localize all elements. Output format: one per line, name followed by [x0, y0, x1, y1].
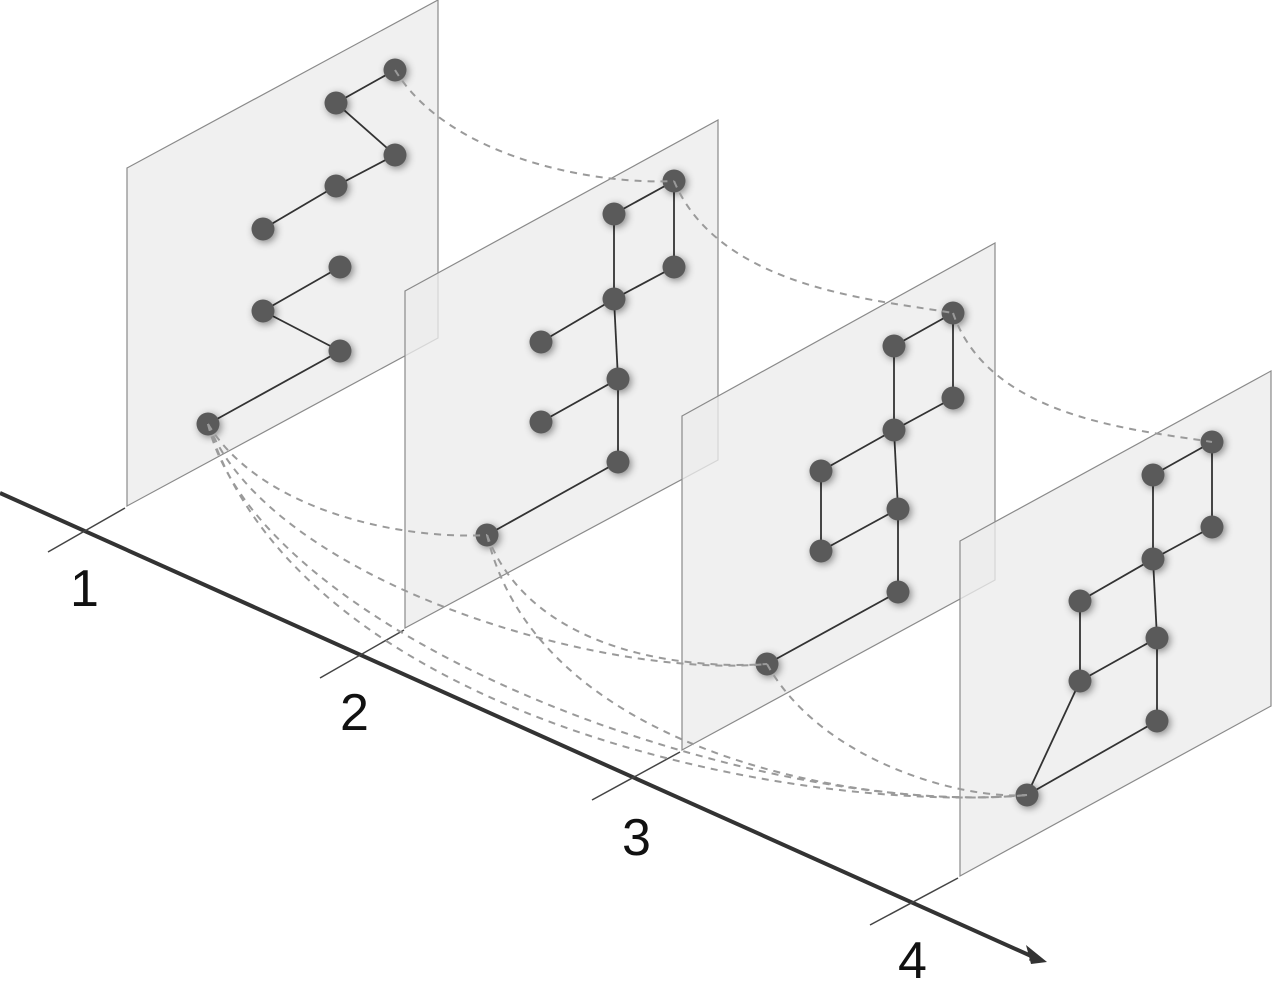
graph-node-n4	[1141, 547, 1165, 571]
graph-edge	[613, 298, 619, 380]
graph-edge	[486, 461, 619, 536]
graph-edge	[540, 378, 619, 423]
graph-node-n7	[1068, 669, 1092, 693]
graph-edge	[1026, 720, 1158, 796]
correspondence-links	[207, 69, 1213, 799]
graph-edge	[1079, 558, 1154, 602]
graph-node-n3	[662, 255, 686, 279]
graph-layers	[47, 0, 1272, 926]
graph-edge	[1079, 637, 1158, 682]
graph-node-n2	[1141, 463, 1165, 487]
graph-node-n8	[886, 580, 910, 604]
layer-panel-2	[404, 118, 719, 630]
graph-node-n6	[886, 497, 910, 521]
axis-tick-3	[591, 751, 681, 801]
correspondence-link	[394, 69, 675, 183]
graph-node-n6	[606, 367, 630, 391]
tick-label-2: 2	[340, 684, 369, 742]
graph-node-n4	[882, 418, 906, 442]
graph-node-n5	[1068, 589, 1092, 613]
correspondence-link	[207, 423, 488, 537]
graph-node-n5	[529, 330, 553, 354]
graph-node-n6	[328, 255, 352, 279]
graph-edge	[1026, 680, 1081, 796]
correspondence-link	[673, 180, 954, 314]
layer-3	[591, 241, 996, 801]
graph-node-n7	[809, 539, 833, 563]
tick-label-4: 4	[898, 932, 927, 990]
tick-label-3: 3	[622, 809, 651, 867]
graph-node-n4	[324, 174, 348, 198]
graph-node-n6	[1145, 626, 1169, 650]
tick-label-1: 1	[70, 560, 99, 618]
correspondence-link	[486, 534, 1028, 799]
layer-1	[47, 0, 439, 553]
graph-node-n7	[529, 410, 553, 434]
graph-edge	[207, 350, 341, 425]
graph-node-n5	[251, 217, 275, 241]
graph-edge	[1152, 558, 1158, 639]
graph-edge	[540, 298, 615, 343]
graph-node-n2	[882, 334, 906, 358]
graph-node-n3	[941, 386, 965, 410]
graph-node-n8	[328, 339, 352, 363]
graph-node-n5	[809, 459, 833, 483]
time-axis-arrow	[0, 491, 1041, 962]
graph-edge	[335, 102, 396, 156]
graph-node-n4	[602, 287, 626, 311]
graph-edge	[820, 508, 899, 552]
graph-node-n3	[383, 143, 407, 167]
graph-node-n7	[251, 299, 275, 323]
axis-tick-2	[319, 629, 405, 679]
layer-4	[869, 369, 1272, 926]
correspondence-link	[952, 312, 1213, 443]
graph-edge	[262, 185, 337, 230]
graph-edge	[262, 310, 341, 352]
correspondence-link	[766, 663, 1028, 797]
correspondence-link	[207, 423, 1028, 799]
graph-edge	[262, 266, 341, 312]
axis-tick-1	[47, 507, 126, 553]
graph-node-n3	[1200, 515, 1224, 539]
time-axis-arrowhead	[1026, 945, 1047, 964]
correspondence-link	[207, 423, 1028, 799]
graph-edge	[766, 591, 899, 665]
graph-node-n2	[602, 202, 626, 226]
graph-node-n8	[1145, 709, 1169, 733]
graph-node-n2	[324, 91, 348, 115]
graph-edge	[893, 429, 899, 510]
graph-node-n8	[606, 450, 630, 474]
axis-tick-4	[869, 877, 959, 926]
layer-2	[319, 118, 719, 679]
graph-edge	[820, 429, 895, 472]
correspondence-link	[486, 534, 768, 666]
layer-panel-4	[959, 369, 1272, 878]
